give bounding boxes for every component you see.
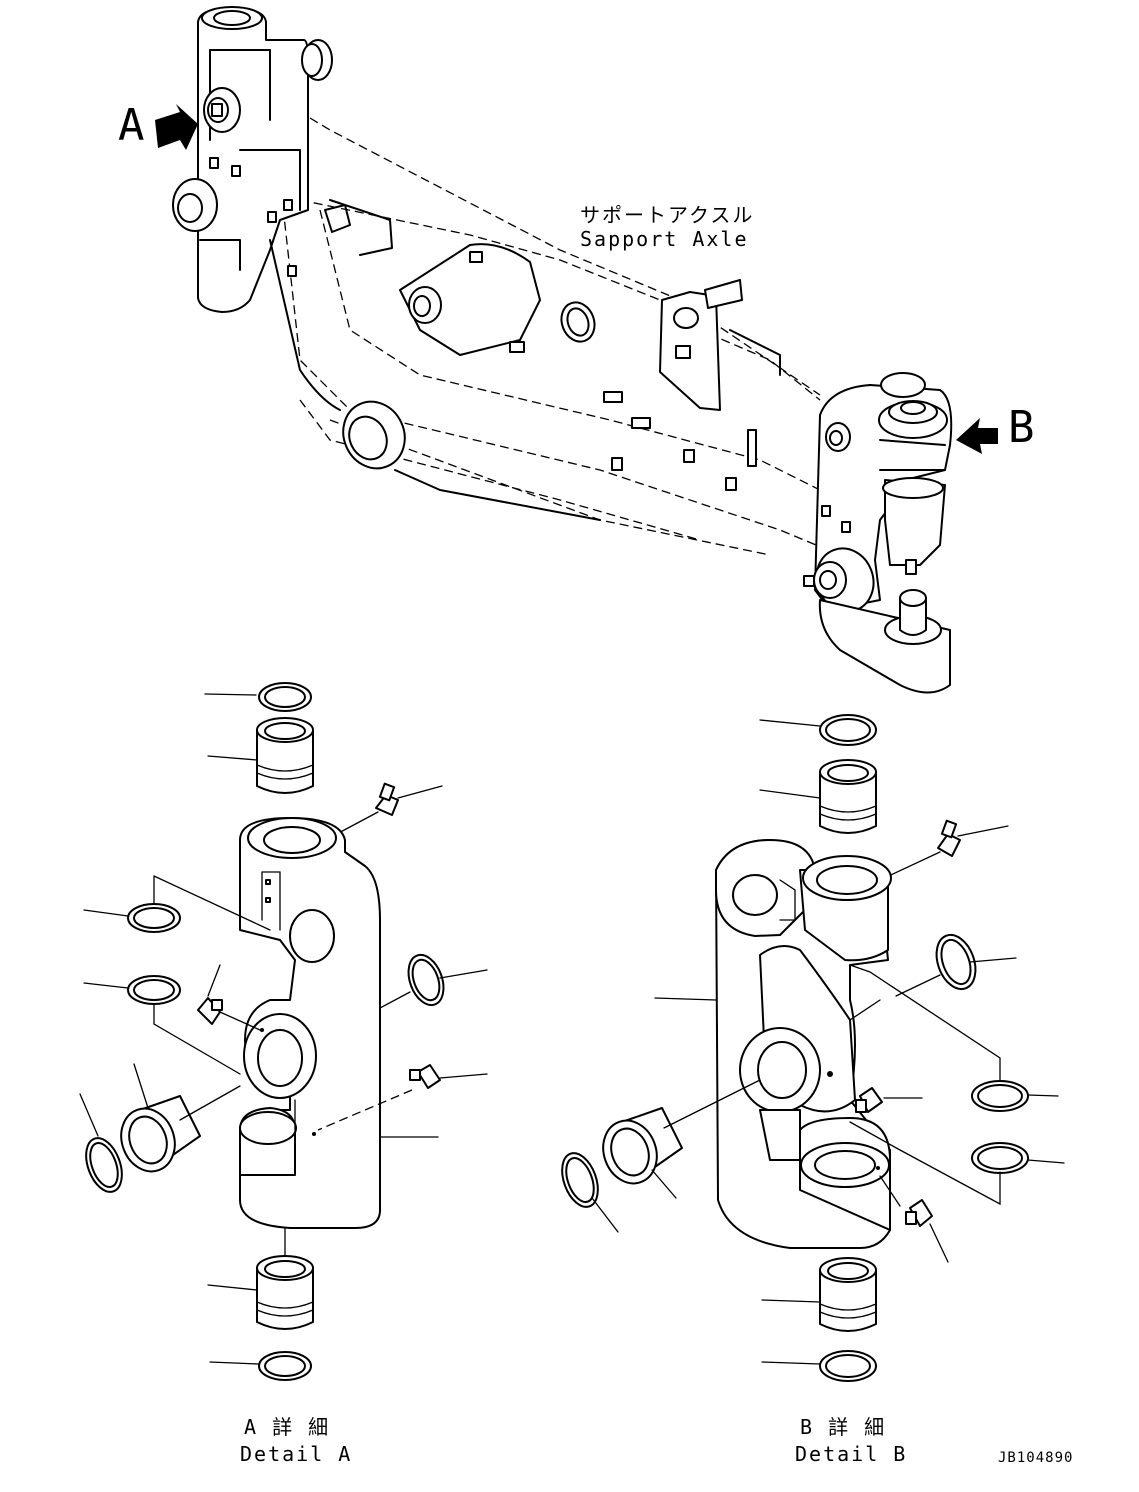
detail-a-top-seal — [204, 682, 312, 712]
detail-a-side-bushing — [120, 1063, 241, 1173]
support-axle-label-en: Sapport Axle — [580, 227, 749, 251]
detail-b-top-bushing — [759, 759, 877, 834]
detail-a-bottom-bushing — [207, 1227, 314, 1330]
detail-b-housing — [654, 839, 892, 1249]
detail-a-grease-fitting-mid — [197, 964, 261, 1031]
detail-b-bottom-seal — [761, 1350, 877, 1382]
detail-b-leader-short — [849, 999, 881, 1021]
callout-b-arrow-icon — [956, 418, 998, 454]
detail-a-label-en: Detail A — [240, 1442, 352, 1466]
detail-a-side-seal-right — [379, 953, 488, 1009]
left-lower-arm — [269, 239, 601, 521]
detail-b-exploded-view: B 詳 細 Detail B — [561, 714, 1065, 1466]
detail-b-side-seal-left — [561, 1152, 619, 1233]
callout-b: B — [956, 402, 1035, 454]
detail-a-leader-bracket-1 — [153, 875, 271, 931]
detail-b-side-seal-right-2 — [971, 1142, 1065, 1174]
detail-b-grease-fitting-mid — [855, 1087, 923, 1113]
callout-a: A — [118, 100, 198, 151]
left-kingpin-housing — [172, 6, 333, 313]
detail-a-housing — [239, 817, 381, 1229]
detail-a-exploded-view: A 詳 細 Detail A — [79, 682, 488, 1466]
detail-b-leader-bracket-1 — [849, 964, 1001, 1083]
detail-b-side-seal-upper-right — [895, 933, 1017, 997]
center-housing — [324, 199, 596, 356]
detail-b-label-jp: B 詳 細 — [800, 1415, 886, 1439]
detail-b-label: B 詳 細 Detail B — [795, 1415, 907, 1466]
detail-b-leader-bracket-2 — [849, 1121, 1001, 1206]
detail-b-grease-fitting-lower — [879, 1175, 949, 1263]
detail-a-label-jp: A 詳 細 — [244, 1415, 330, 1439]
detail-a-side-seal-1 — [83, 903, 181, 933]
detail-a-leader-bracket-2 — [153, 1003, 241, 1075]
detail-b-label-en: Detail B — [795, 1442, 907, 1466]
callout-a-arrow-icon — [155, 104, 198, 150]
support-axle-label: サポートアクスル Sapport Axle — [580, 203, 754, 251]
drawing-number: JB104890 — [998, 1450, 1073, 1466]
detail-a-label: A 詳 細 Detail A — [240, 1415, 352, 1466]
detail-b-grease-fitting-upper — [879, 819, 1009, 881]
detail-b-side-bushing — [602, 1079, 761, 1199]
axle-beam-dashed — [279, 117, 841, 556]
support-axle-label-jp: サポートアクスル — [580, 203, 754, 227]
support-bracket — [603, 279, 781, 491]
detail-a-bottom-seal — [209, 1351, 312, 1381]
detail-b-top-seal — [759, 714, 877, 746]
detail-a-top-bushing — [207, 717, 314, 794]
detail-a-side-seal-2 — [83, 975, 181, 1005]
callout-a-letter: A — [118, 100, 145, 151]
callout-b-letter: B — [1008, 402, 1035, 453]
detail-a-side-seal-left — [79, 1093, 123, 1193]
support-axle-assembly: A B サポートアクスル Sapport Axle — [118, 6, 1035, 694]
detail-a-grease-fitting-right — [317, 1064, 488, 1131]
detail-b-bottom-bushing — [761, 1257, 877, 1332]
detail-b-side-seal-right-1 — [971, 1080, 1059, 1112]
right-kingpin-housing — [803, 372, 953, 694]
